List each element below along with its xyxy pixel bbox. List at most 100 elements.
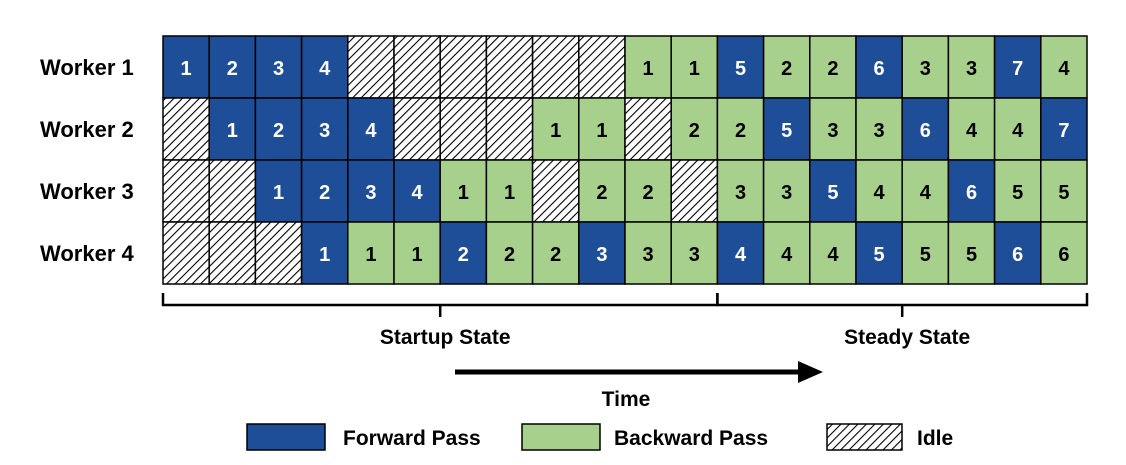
- cell-label: 1: [550, 120, 561, 142]
- cell-idle: [208, 159, 257, 223]
- cell-backward: [347, 221, 395, 285]
- cell-label: 7: [1058, 120, 1069, 142]
- cell-idle: [670, 159, 719, 223]
- cell-label: 1: [596, 120, 607, 142]
- cell-label: 2: [458, 244, 469, 266]
- legend-swatch-forward: [246, 423, 326, 451]
- cell-backward: [762, 221, 811, 285]
- cell-idle: [208, 221, 257, 285]
- cell-label: 4: [966, 120, 978, 142]
- worker-label: Worker 1: [40, 55, 134, 80]
- cell-label: 1: [273, 182, 284, 204]
- cell-label: 1: [412, 244, 423, 266]
- cell-forward: [300, 221, 349, 285]
- cell-forward: [716, 221, 765, 285]
- cell-backward: [531, 221, 580, 285]
- cell-forward: [208, 35, 257, 99]
- cell-label: 3: [319, 120, 330, 142]
- cell-idle: [393, 35, 441, 99]
- cell-label: 2: [273, 120, 284, 142]
- cell-forward: [162, 35, 210, 99]
- cell-label: 2: [550, 244, 561, 266]
- cell-forward: [993, 221, 1042, 285]
- cell-label: 2: [319, 182, 330, 204]
- cell-backward: [670, 221, 719, 285]
- cell-label: 2: [504, 244, 515, 266]
- cell-label: 3: [735, 182, 746, 204]
- cell-label: 1: [181, 58, 192, 80]
- cell-label: 6: [920, 120, 931, 142]
- phase-bracket: [161, 293, 719, 317]
- worker-label: Worker 2: [40, 117, 134, 142]
- cell-label: 5: [1012, 182, 1023, 204]
- cell-label: 5: [874, 244, 885, 266]
- cell-label: 4: [781, 244, 793, 266]
- cell-label: 3: [643, 244, 654, 266]
- legend-swatch-backward: [521, 423, 601, 451]
- cell-backward: [578, 159, 626, 223]
- cell-idle: [624, 97, 672, 161]
- cell-idle: [485, 35, 534, 99]
- cell-label: 3: [966, 58, 977, 80]
- cell-backward: [716, 97, 765, 161]
- cell-label: 5: [1058, 182, 1069, 204]
- cell-label: 4: [827, 244, 839, 266]
- cell-label: 4: [920, 182, 932, 204]
- cell-label: 2: [827, 58, 838, 80]
- cell-label: 1: [458, 182, 469, 204]
- cell-forward: [300, 97, 349, 161]
- cell-idle: [578, 35, 626, 99]
- cell-idle: [347, 35, 395, 99]
- cell-label: 5: [827, 182, 838, 204]
- cell-label: 5: [735, 58, 746, 80]
- cell-forward: [254, 97, 303, 161]
- cell-idle: [162, 159, 210, 223]
- cell-forward: [439, 221, 488, 285]
- cell-idle: [439, 97, 488, 161]
- cell-idle: [485, 97, 534, 161]
- cell-label: 4: [1058, 58, 1070, 80]
- cell-backward: [993, 97, 1042, 161]
- cell-label: 3: [781, 182, 792, 204]
- cell-backward: [762, 35, 811, 99]
- cell-backward: [670, 35, 719, 99]
- time-label: Time: [602, 388, 651, 411]
- cell-backward: [670, 97, 719, 161]
- cell-idle: [393, 97, 441, 161]
- cell-backward: [1040, 159, 1088, 223]
- cell-backward: [947, 35, 996, 99]
- cell-label: 6: [1058, 244, 1069, 266]
- cell-forward: [762, 97, 811, 161]
- cell-label: 2: [781, 58, 792, 80]
- worker-label: Worker 3: [40, 179, 134, 204]
- cell-idle: [162, 221, 210, 285]
- cell-backward: [624, 159, 672, 223]
- cell-label: 3: [273, 58, 284, 80]
- cell-label: 2: [227, 58, 238, 80]
- cell-label: 2: [643, 182, 654, 204]
- cell-backward: [947, 97, 996, 161]
- cell-forward: [855, 35, 903, 99]
- cell-label: 6: [966, 182, 977, 204]
- cell-label: 6: [1012, 244, 1023, 266]
- cell-label: 3: [689, 244, 700, 266]
- cell-forward: [1040, 97, 1088, 161]
- cell-label: 3: [874, 120, 885, 142]
- cell-label: 2: [689, 120, 700, 142]
- cell-backward: [901, 221, 950, 285]
- cell-backward: [393, 221, 441, 285]
- cell-label: 5: [966, 244, 977, 266]
- cell-label: 1: [365, 244, 376, 266]
- phase-label: Steady State: [844, 326, 970, 349]
- cell-backward: [578, 97, 626, 161]
- worker-label: Worker 4: [40, 241, 135, 266]
- cell-label: 4: [319, 58, 331, 80]
- cell-label: 4: [412, 182, 424, 204]
- cell-idle: [439, 35, 488, 99]
- cell-label: 1: [689, 58, 700, 80]
- legend-label-forward: Forward Pass: [343, 427, 481, 450]
- cell-label: 1: [643, 58, 654, 80]
